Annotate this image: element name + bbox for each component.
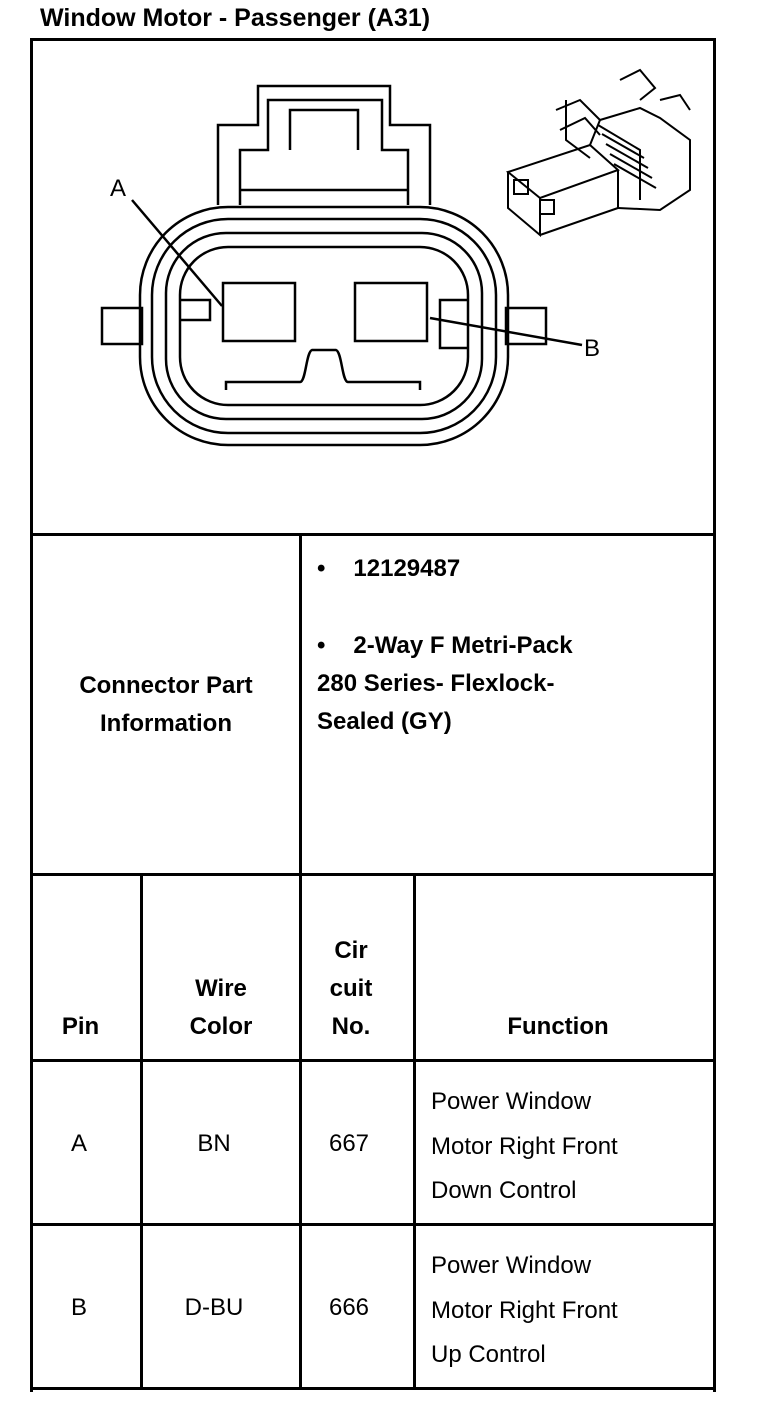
- diagram-pin-label-a: A: [110, 175, 127, 202]
- row-b-function: Power Window Motor Right Front Up Contro…: [431, 1244, 618, 1378]
- row-a-pin: A: [70, 1130, 87, 1157]
- connector-description: • 2-Way F Metri-Pack 280 Series- Flexlock…: [317, 627, 573, 741]
- diagram-bottom-divider: [30, 533, 716, 536]
- row-a-function: Power Window Motor Right Front Down Cont…: [431, 1080, 618, 1214]
- frame-right-border: [713, 38, 716, 1392]
- connector-description-line3: Sealed (GY): [317, 708, 452, 735]
- connector-description-line2: 280 Series- Flexlock-: [317, 670, 555, 697]
- connector-info-label: Connector Part Information: [33, 536, 299, 873]
- wire-column-divider: [299, 873, 302, 1390]
- circuit-column-divider: [413, 873, 416, 1390]
- row-b-function-line1: Power Window: [431, 1252, 592, 1279]
- header-circuit-number: Cir cuit No.: [302, 932, 400, 1046]
- connector-info-label-line1: Connector Part: [79, 671, 253, 699]
- row-b-function-line3: Up Control: [431, 1341, 546, 1368]
- header-wire-color-line2: Color: [189, 1013, 253, 1040]
- row-a-wire-color: BN: [197, 1130, 231, 1157]
- row-b-pin: B: [70, 1294, 87, 1321]
- frame-left-border: [30, 38, 33, 1392]
- row-b-circuit: 666: [328, 1294, 370, 1321]
- info-bottom-divider: [30, 873, 716, 876]
- header-circuit-line3: No.: [331, 1013, 371, 1040]
- pin-column-divider: [140, 873, 143, 1390]
- header-function: Function: [507, 1013, 609, 1040]
- info-column-divider: [299, 533, 302, 873]
- row-b-wire-color: D-BU: [184, 1294, 244, 1321]
- row-b-function-line2: Motor Right Front: [431, 1296, 618, 1324]
- header-circuit-line1: Cir: [334, 937, 368, 964]
- connector-info-label-line2: Information: [100, 709, 232, 737]
- page-title: Window Motor - Passenger (A31): [40, 4, 431, 32]
- header-pin: Pin: [61, 1013, 100, 1040]
- bullet-icon: •: [317, 632, 326, 659]
- header-wire-color: Wire Color: [143, 970, 299, 1046]
- row-a-function-line1: Power Window: [431, 1088, 592, 1115]
- row-a-function-line2: Motor Right Front: [431, 1132, 618, 1160]
- header-wire-color-line1: Wire: [195, 975, 247, 1002]
- frame-bottom-border: [30, 1387, 716, 1390]
- header-circuit-line2: cuit: [329, 975, 373, 1002]
- row-a-function-line3: Down Control: [431, 1177, 577, 1204]
- part-number-row: • 12129487: [317, 550, 460, 588]
- frame-top-border: [30, 38, 716, 41]
- bullet-icon: •: [317, 555, 326, 582]
- diagram-pin-label-b: B: [584, 335, 601, 362]
- part-number: 12129487: [353, 555, 461, 582]
- row-a-circuit: 667: [328, 1130, 370, 1157]
- row-a-bottom-divider: [30, 1223, 716, 1226]
- connector-face-diagram: [100, 68, 691, 447]
- header-bottom-divider: [30, 1059, 716, 1062]
- connector-description-line1: 2-Way F Metri-Pack: [353, 632, 573, 659]
